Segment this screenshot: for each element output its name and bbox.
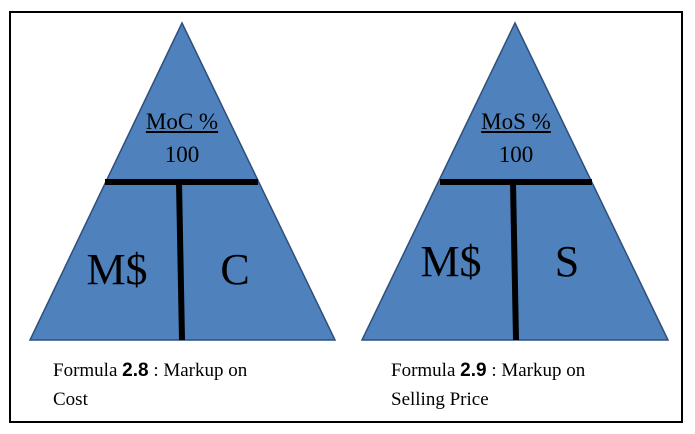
left-vertical-bar <box>176 181 185 341</box>
left-caption-line2: Cost <box>53 389 88 410</box>
right-bottom-left-label: M$ <box>420 237 482 286</box>
left-caption: Formula 2.8 : Markup on Cost <box>53 356 247 414</box>
right-caption: Formula 2.9 : Markup on Selling Price <box>391 356 585 414</box>
left-caption-prefix: Formula <box>53 360 123 381</box>
right-vertical-bar <box>510 181 519 341</box>
left-caption-suffix: : Markup on <box>148 360 248 381</box>
left-bottom-left-label: M$ <box>86 245 148 294</box>
left-fraction-denominator: 100 <box>164 142 200 167</box>
left-caption-number: 2.8 <box>122 360 149 381</box>
right-fraction-denominator: 100 <box>498 142 534 167</box>
right-caption-prefix: Formula <box>391 360 461 381</box>
left-fraction-numerator: MoC % <box>145 109 219 134</box>
right-caption-suffix: : Markup on <box>486 360 586 381</box>
right-caption-line2: Selling Price <box>391 389 489 410</box>
right-bottom-right-label: S <box>554 237 580 286</box>
right-fraction-numerator: MoS % <box>481 109 551 134</box>
right-caption-number: 2.9 <box>460 360 487 381</box>
left-bottom-right-label: C <box>220 245 250 294</box>
